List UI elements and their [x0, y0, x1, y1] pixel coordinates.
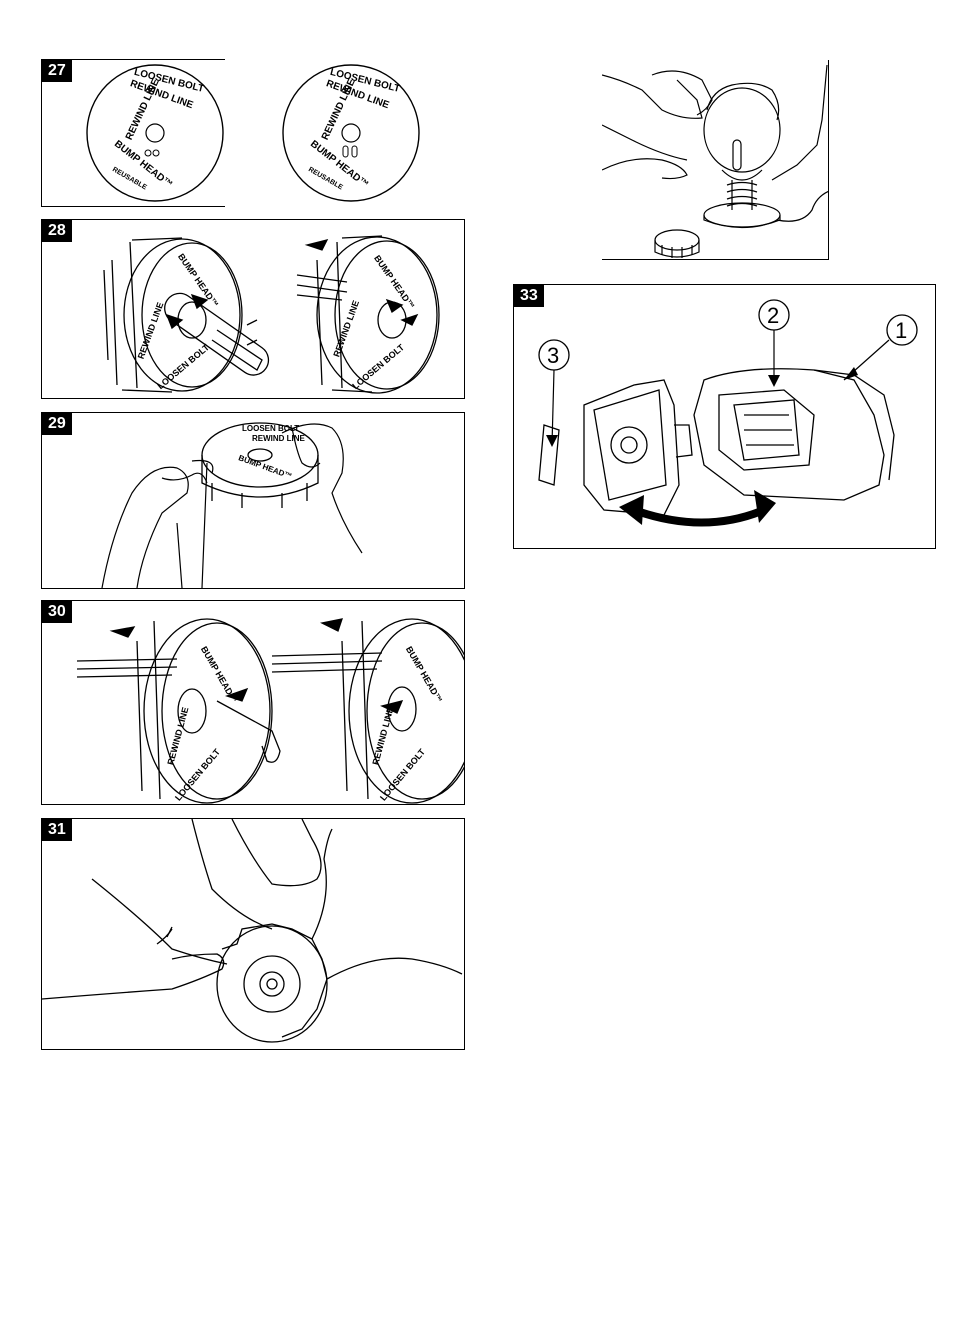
label-loosen-bolt: LOOSEN BOLT — [173, 747, 222, 803]
label-loosen-bolt: LOOSEN BOLT — [378, 747, 427, 803]
hands — [101, 423, 363, 588]
label-bump-head: BUMP HEAD™ — [237, 453, 293, 481]
spool-left — [103, 237, 270, 393]
label-reusable: REUSABLE — [307, 166, 344, 191]
figure-32 — [602, 60, 829, 260]
label-rewind-line-inner: REWIND LINE — [320, 77, 358, 142]
label-rewind-line: REWIND LINE — [325, 78, 391, 111]
callout-1: 1 — [843, 314, 918, 381]
spool-with-hands — [42, 819, 463, 1043]
figure-number: 31 — [42, 819, 72, 841]
label-loosen-bolt: LOOSEN BOLT — [329, 67, 401, 95]
label-loosen-bolt: LOOSEN BOLT — [350, 342, 406, 391]
svg-text:1: 1 — [895, 318, 907, 343]
spool-disc-right: LOOSEN BOLT REWIND LINE REWIND LINE BUMP… — [282, 64, 420, 202]
svg-text:3: 3 — [547, 343, 559, 368]
spool-left — [76, 618, 281, 804]
spool-top-view — [201, 422, 319, 508]
label-bump-head: BUMP HEAD™ — [404, 645, 444, 705]
label-loosen-bolt: LOOSEN BOLT — [242, 424, 299, 433]
label-bump-head: BUMP HEAD™ — [199, 645, 239, 705]
label-bump-head: BUMP HEAD™ — [308, 139, 370, 191]
figure-number: 33 — [514, 285, 544, 307]
label-loosen-bolt: LOOSEN BOLT — [155, 342, 211, 391]
figure-number: 28 — [42, 220, 72, 242]
label-rewind-line: REWIND LINE — [165, 706, 190, 766]
label-rewind-line: REWIND LINE — [370, 706, 395, 766]
trimmer-head-housing-open — [538, 368, 895, 516]
label-rewind-line: REWIND LINE — [252, 434, 306, 443]
spool-right — [271, 618, 464, 804]
rotation-arrow — [632, 506, 766, 527]
arrow-head-left — [619, 495, 644, 525]
figure-number: 29 — [42, 413, 72, 435]
figure-30: 30 BUMP HEAD™ REWIND LINE LOOSEN BOLT BU… — [41, 600, 465, 805]
hands-removing-spool — [602, 64, 828, 258]
spool-right — [296, 235, 440, 394]
figure-29: 29 LOOSEN BOLT REWIND LINE BUMP HEAD™ — [41, 412, 465, 589]
callout-2: 2 — [758, 299, 790, 387]
figure-31: 31 — [41, 818, 465, 1050]
figure-28: 28 BUMP HEAD™ REWIND LINE LOOSEN BOLT — [41, 219, 465, 399]
label-rewind-line: REWIND LINE — [136, 301, 166, 360]
figure-number: 30 — [42, 601, 72, 623]
arrow-head-right — [754, 490, 776, 523]
figure-27: 27 — [41, 59, 225, 207]
callout-3: 3 — [538, 339, 570, 447]
figure-number: 27 — [42, 60, 72, 82]
figure-33: 33 1 2 — [513, 284, 936, 549]
svg-text:2: 2 — [767, 303, 779, 328]
